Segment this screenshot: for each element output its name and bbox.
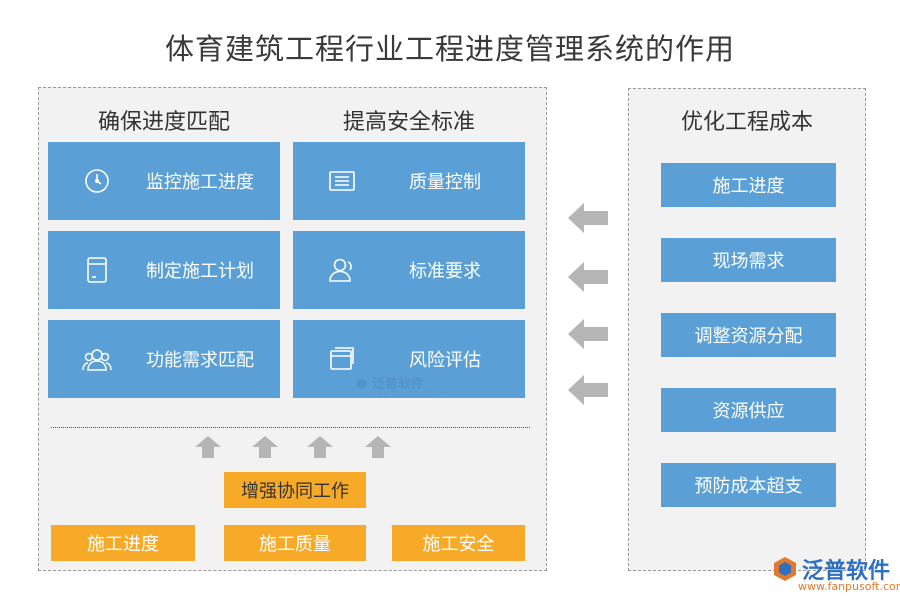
heading-safety-standards: 提高安全标准 [342, 110, 475, 135]
up-arrow-icon [307, 436, 333, 458]
person-icon [327, 255, 357, 285]
brand-url: www.fanpusoft.com [798, 580, 900, 593]
box-resource-supply: 资源供应 [661, 388, 836, 432]
box-prevent-overrun: 预防成本超支 [661, 463, 836, 507]
tile-label: 标准要求 [409, 261, 481, 282]
tile-label: 质量控制 [409, 172, 481, 193]
tile-standard-requirements: 标准要求 [293, 231, 525, 309]
clock-icon [82, 166, 112, 196]
left-arrow-icon [568, 203, 608, 233]
document-icon [82, 255, 112, 285]
tile-risk-assessment: 风险评估 [293, 320, 525, 398]
left-arrow-icon [568, 319, 608, 349]
tile-label: 监控施工进度 [146, 172, 254, 193]
tile-make-plan: 制定施工计划 [48, 231, 280, 309]
left-arrow-icon [568, 375, 608, 405]
tile-monitor-progress: 监控施工进度 [48, 142, 280, 220]
up-arrow-icon [252, 436, 278, 458]
box-construction-quality: 施工质量 [224, 525, 366, 561]
box-construction-safety: 施工安全 [392, 525, 525, 561]
watermark-url: www.fanpusoft.com [370, 389, 449, 398]
divider-line [51, 427, 530, 428]
brand-logo-icon [774, 557, 796, 581]
brand-name: 泛普软件 [802, 559, 891, 584]
tile-label: 制定施工计划 [146, 261, 254, 282]
box-enhance-collaboration: 增强协同工作 [224, 472, 366, 508]
up-arrow-icon [195, 436, 221, 458]
heading-optimize-cost: 优化工程成本 [680, 110, 813, 135]
box-progress: 施工进度 [661, 163, 836, 207]
box-resource-allocation: 调整资源分配 [661, 313, 836, 357]
tile-quality-control: 质量控制 [293, 142, 525, 220]
box-site-demand: 现场需求 [661, 238, 836, 282]
watermark-logo: ⬢ 泛普软件 [356, 377, 424, 392]
up-arrow-icon [365, 436, 391, 458]
box-construction-progress: 施工进度 [51, 525, 195, 561]
window-icon [327, 344, 357, 374]
people-group-icon [82, 344, 112, 374]
list-board-icon [327, 166, 357, 196]
heading-schedule-match: 确保进度匹配 [97, 110, 230, 135]
tile-label: 风险评估 [409, 350, 481, 371]
diagram-title: 体育建筑工程行业工程进度管理系统的作用 [164, 32, 735, 66]
tile-label: 功能需求匹配 [146, 350, 254, 371]
tile-function-match: 功能需求匹配 [48, 320, 280, 398]
left-arrow-icon [568, 262, 608, 292]
